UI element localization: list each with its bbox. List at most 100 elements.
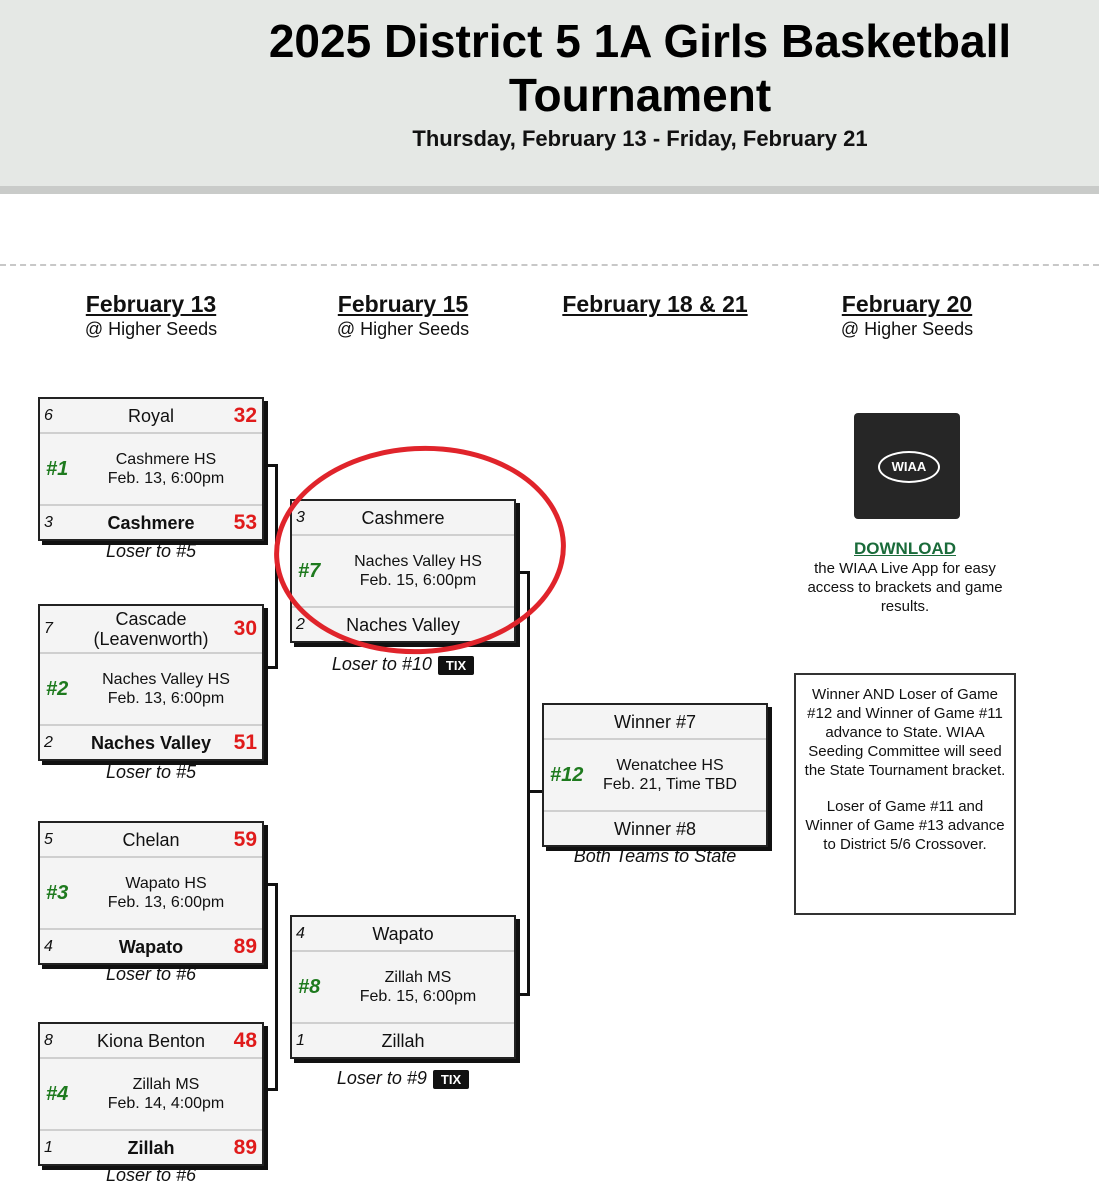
game-time: Feb. 13, 6:00pm — [107, 894, 225, 911]
game-1[interactable]: 6 Royal 32 #1 Cashmere HS Feb. 13, 6:00pm… — [38, 397, 264, 541]
seed: 1 — [296, 1031, 305, 1049]
loser-note: Loser to #9 — [336, 1068, 427, 1088]
score: 53 — [233, 510, 257, 534]
game-time: Feb. 21, Time TBD — [603, 776, 737, 793]
game-top-team: 8 Kiona Benton 48 — [40, 1024, 262, 1058]
game-time: Feb. 15, 6:00pm — [359, 572, 477, 589]
seed: 1 — [44, 1138, 53, 1156]
venue: Wapato HS — [125, 875, 207, 892]
game-bottom-team: 2 Naches Valley 51 — [40, 725, 262, 759]
score: 48 — [233, 1028, 257, 1052]
game-number: #1 — [46, 457, 69, 480]
team-name: Chelan — [122, 829, 180, 850]
column-date: February 20 — [841, 291, 973, 317]
score: 89 — [233, 1135, 257, 1159]
team-name: Wapato — [372, 923, 434, 944]
game-number: #7 — [298, 559, 321, 582]
game-top-team: 6 Royal 32 — [40, 399, 262, 433]
game-time: Feb. 13, 6:00pm — [107, 470, 225, 487]
seed: 8 — [44, 1031, 53, 1049]
dashed-divider — [0, 264, 1099, 266]
game-top-team: 5 Chelan 59 — [40, 823, 262, 857]
game-bottom-team: 1 Zillah — [292, 1023, 514, 1057]
team-name: Naches Valley — [346, 614, 460, 635]
note-paragraph-1: Winner AND Loser of Game #12 and Winner … — [804, 686, 1006, 779]
loser-note: Loser to #10 — [331, 654, 432, 674]
advancement-note: Winner AND Loser of Game #12 and Winner … — [794, 673, 1016, 915]
loser-note: Loser to #6 — [105, 1165, 197, 1185]
column-date: February 15 — [337, 291, 469, 317]
page-header: 2025 District 5 1A Girls Basketball Tour… — [0, 0, 1099, 194]
game-info: #12 Wenatchee HS Feb. 21, Time TBD — [544, 739, 766, 811]
score: 30 — [233, 617, 257, 640]
column-date: February 13 — [85, 291, 217, 317]
column-header-3: February 18 & 21 — [530, 290, 780, 318]
venue: Cashmere HS — [115, 451, 217, 468]
team-name: Zillah — [127, 1137, 175, 1158]
team-name: Cascade (Leavenworth) — [93, 609, 209, 649]
game-7[interactable]: 3 Cashmere #7 Naches Valley HS Feb. 15, 6… — [290, 499, 516, 643]
tix-button[interactable]: TIX — [432, 1069, 470, 1089]
app-download-promo: DOWNLOAD the WIAA Live App for easy acce… — [794, 539, 1016, 616]
wiaa-app-icon[interactable]: WIAA — [854, 413, 960, 519]
column-date: February 18 & 21 — [562, 291, 748, 317]
bracket-line — [527, 571, 530, 996]
game-bottom-team: 3 Cashmere 53 — [40, 505, 262, 539]
seed: 3 — [44, 513, 53, 531]
wiaa-logo: WIAA — [878, 451, 940, 483]
game-top-team: 4 Wapato — [292, 917, 514, 951]
game-top-team: 3 Cashmere — [292, 501, 514, 535]
bracket-line — [275, 883, 278, 1090]
game-bottom-team: 4 Wapato 89 — [40, 929, 262, 963]
loser-note: Loser to #6 — [105, 964, 197, 984]
game-number: #8 — [298, 975, 321, 998]
seed: 4 — [296, 924, 305, 942]
team-name: Royal — [127, 405, 175, 426]
game-number: #3 — [46, 881, 69, 904]
seed: 2 — [296, 615, 305, 633]
game-12[interactable]: Winner #7 #12 Wenatchee HS Feb. 21, Time … — [542, 703, 768, 847]
column-header-1: February 13 @ Higher Seeds — [26, 290, 276, 340]
venue: Naches Valley HS — [354, 553, 482, 570]
venue: Zillah MS — [384, 969, 452, 986]
game-number: #12 — [550, 763, 584, 786]
game-bottom-team: 2 Naches Valley — [292, 607, 514, 641]
download-link[interactable]: DOWNLOAD — [854, 539, 956, 558]
column-header-2: February 15 @ Higher Seeds — [278, 290, 528, 340]
seed: 3 — [296, 508, 305, 526]
team-name: Kiona Benton — [96, 1030, 206, 1051]
app-description: the WIAA Live App for easy access to bra… — [807, 560, 1003, 615]
team-name: Zillah — [381, 1030, 425, 1051]
column-sub: @ Higher Seeds — [336, 319, 470, 339]
bracket-line — [266, 1088, 278, 1091]
game-2[interactable]: 7 Cascade (Leavenworth) 30 #2 Naches Val… — [38, 604, 264, 761]
column-sub: @ Higher Seeds — [84, 319, 218, 339]
game-info: #1 Cashmere HS Feb. 13, 6:00pm — [40, 433, 262, 505]
column-header-4: February 20 @ Higher Seeds — [782, 290, 1032, 340]
game-top-team: Winner #7 — [544, 705, 766, 739]
bracket-line — [518, 993, 530, 996]
page-title: 2025 District 5 1A Girls Basketball Tour… — [268, 15, 1012, 121]
game-number: #4 — [46, 1082, 69, 1105]
score: 32 — [233, 403, 257, 427]
team-name: Winner #8 — [613, 818, 697, 839]
score: 89 — [233, 934, 257, 958]
game-top-team: 7 Cascade (Leavenworth) 30 — [40, 606, 262, 653]
tix-button[interactable]: TIX — [437, 655, 475, 675]
venue: Wenatchee HS — [616, 757, 724, 774]
loser-note: Loser to #5 — [105, 541, 197, 561]
team-name: Winner #7 — [613, 711, 697, 732]
bracket-line — [275, 464, 278, 668]
bracket-line — [527, 790, 542, 793]
state-note: Both Teams to State — [573, 846, 737, 866]
bracket-line — [266, 464, 278, 467]
tournament-dates: Thursday, February 13 - Friday, February… — [412, 126, 868, 151]
team-name: Wapato — [118, 936, 184, 957]
